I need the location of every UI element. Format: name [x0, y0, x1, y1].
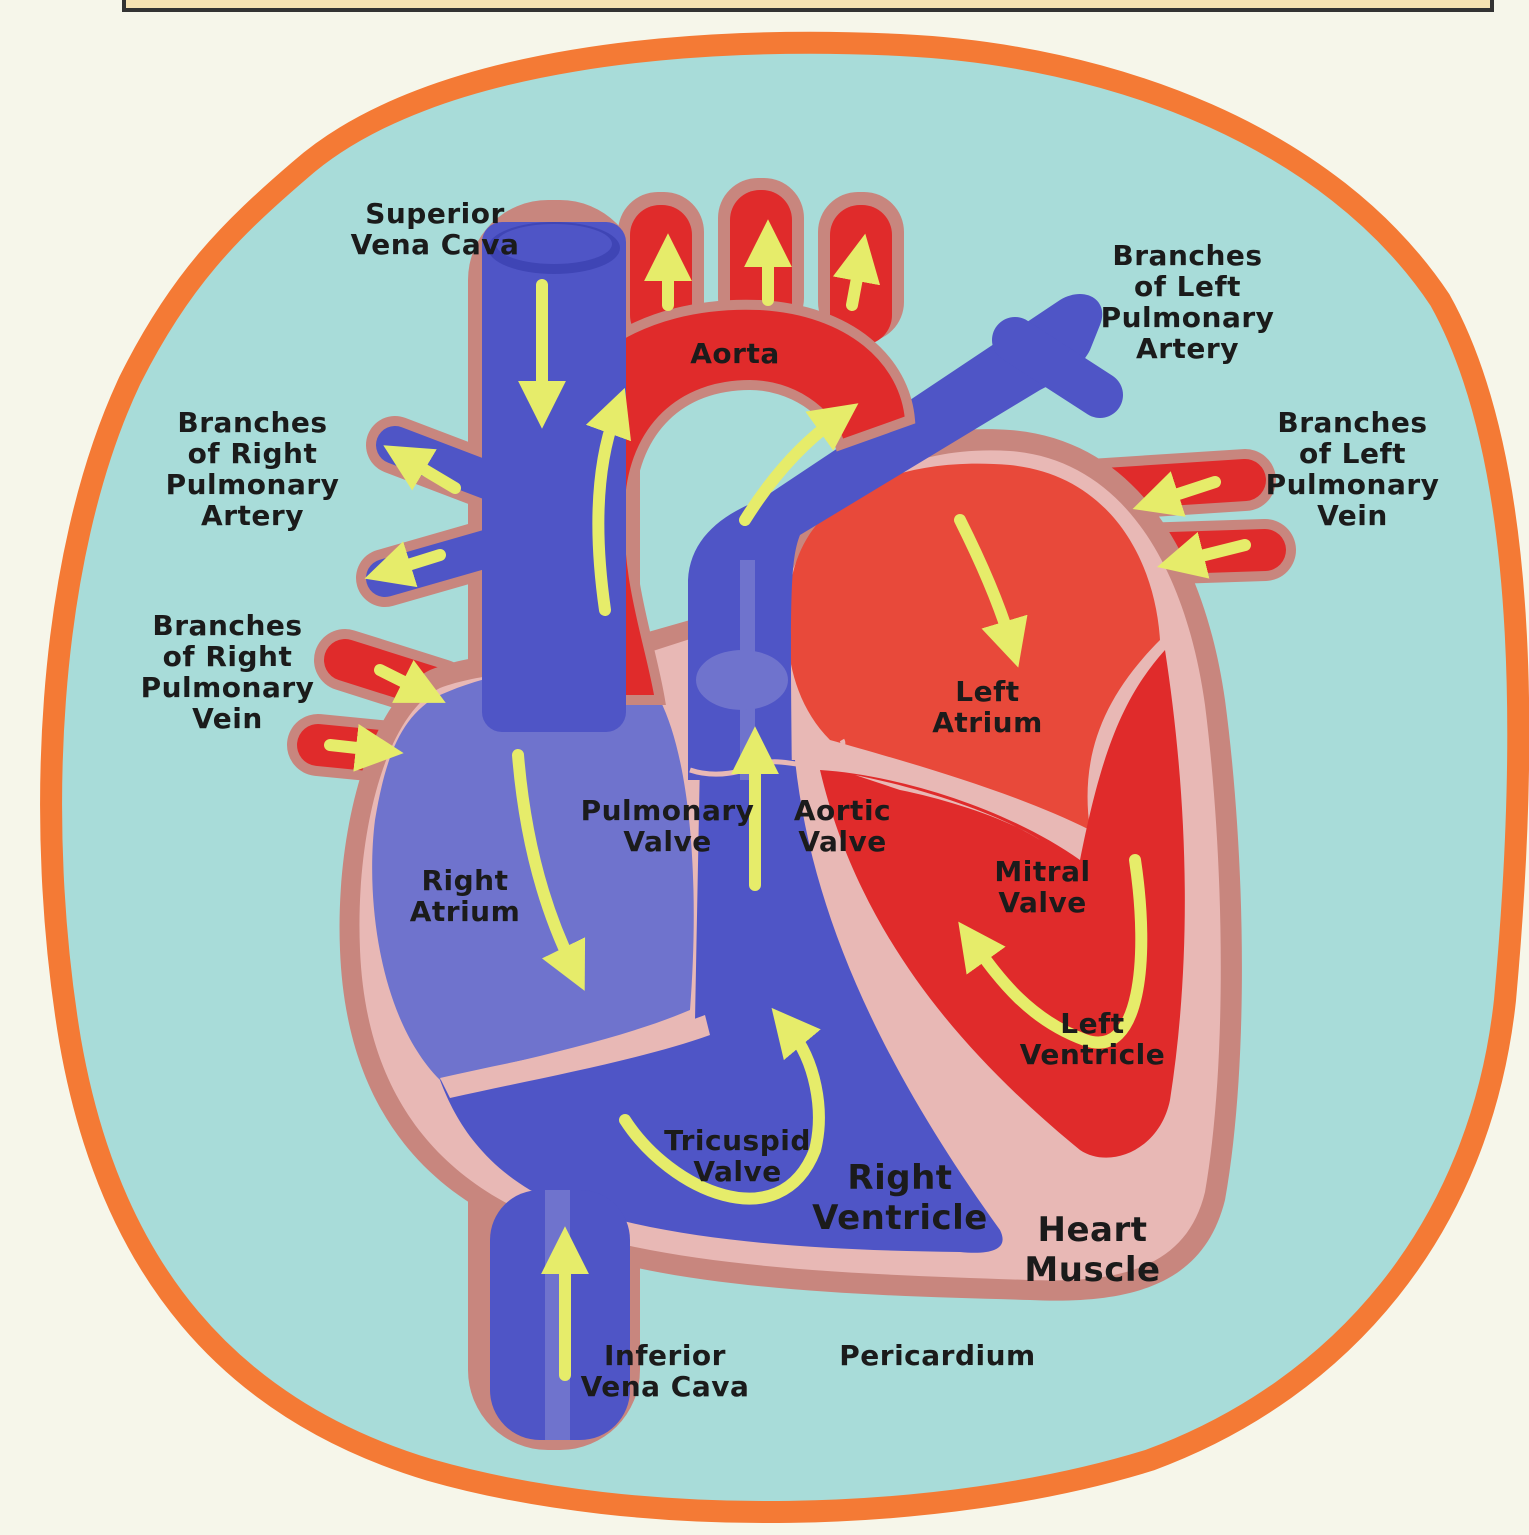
arrow-rpv-2: [330, 745, 375, 750]
label-pericardium: Pericardium: [830, 1340, 1045, 1371]
arrow-branch-3: [852, 262, 860, 305]
pulmonary-valve-ring: [696, 650, 788, 710]
label-aorta: Aorta: [670, 338, 800, 369]
